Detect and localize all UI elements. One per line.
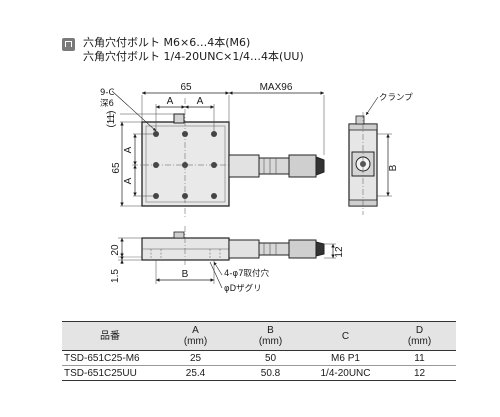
dim-12: 12 bbox=[334, 246, 345, 258]
bolt-note-line-2: 六角穴付ボルト 1/4-20UNC×1/4…4本(UU) bbox=[83, 50, 304, 63]
cell-b: 50.8 bbox=[233, 365, 308, 381]
front-view: 20 1.5 B 12 4-φ7取付穴 φDザグリ bbox=[110, 226, 345, 294]
dim-b-front: B bbox=[182, 269, 189, 280]
side-view: クランプ B bbox=[348, 93, 413, 215]
dim-65-side: 65 bbox=[111, 162, 122, 174]
header-b: B(mm) bbox=[233, 321, 308, 351]
table-row: TSD-651C25UU 25.4 50.8 1/4-20UNC 12 bbox=[62, 365, 456, 381]
cell-a: 25.4 bbox=[158, 365, 233, 381]
micrometer-top bbox=[228, 154, 325, 178]
cell-part-number: TSD-651C25UU bbox=[62, 365, 158, 381]
bolt-note-text: 六角穴付ボルト M6×6…4本(M6) 六角穴付ボルト 1/4-20UNC×1/… bbox=[83, 36, 304, 64]
dim-max96: MAX96 bbox=[260, 82, 293, 93]
label-mounting-holes: 4-φ7取付穴 bbox=[224, 268, 269, 279]
spec-table: 品番 A(mm) B(mm) C D(mm) TSD-651C25-M6 25 … bbox=[62, 321, 456, 381]
label-9c: 9-C bbox=[100, 88, 114, 98]
label-counterbore: φDザグリ bbox=[224, 283, 262, 294]
label-clamp: クランプ bbox=[379, 93, 413, 103]
technical-drawing: 65 A A MAX96 65 (11) A A 9-C 深6 bbox=[100, 82, 413, 294]
cell-part-number: TSD-651C25-M6 bbox=[62, 350, 158, 366]
top-view: 65 A A MAX96 65 (11) A A 9-C 深6 bbox=[100, 82, 325, 218]
cell-d: 11 bbox=[383, 350, 456, 366]
dim-b-side: B bbox=[388, 164, 399, 171]
dim-20: 20 bbox=[110, 244, 121, 256]
stage-top-nub bbox=[173, 113, 185, 124]
dim-11: (11) bbox=[106, 110, 117, 127]
spec-table-header-row: 品番 A(mm) B(mm) C D(mm) bbox=[62, 321, 456, 351]
bolt-note: 六角穴付ボルト M6×6…4本(M6) 六角穴付ボルト 1/4-20UNC×1/… bbox=[62, 36, 304, 64]
cell-a: 25 bbox=[158, 350, 233, 366]
header-c: C bbox=[308, 321, 383, 351]
cell-c: 1/4-20UNC bbox=[308, 365, 383, 381]
clamp-knob bbox=[355, 115, 365, 125]
dim-65-top: 65 bbox=[180, 82, 192, 93]
dim-a-right: A bbox=[197, 96, 204, 107]
cell-b: 50 bbox=[233, 350, 308, 366]
header-part-number: 品番 bbox=[62, 321, 158, 351]
label-depth-6: 深6 bbox=[100, 99, 114, 109]
micrometer-front bbox=[228, 239, 325, 259]
dim-a-upper: A bbox=[123, 146, 134, 153]
bolt-note-line-1: 六角穴付ボルト M6×6…4本(M6) bbox=[83, 36, 251, 49]
cell-c: M6 P1 bbox=[308, 350, 383, 366]
header-a: A(mm) bbox=[158, 321, 233, 351]
dim-1-5: 1.5 bbox=[110, 269, 121, 283]
table-row: TSD-651C25-M6 25 50 M6 P1 11 bbox=[62, 350, 456, 366]
bolt-note-icon bbox=[62, 38, 75, 51]
dim-a-left: A bbox=[167, 96, 174, 107]
dim-a-lower: A bbox=[123, 177, 134, 184]
cell-d: 12 bbox=[383, 365, 456, 381]
header-d: D(mm) bbox=[383, 321, 456, 351]
